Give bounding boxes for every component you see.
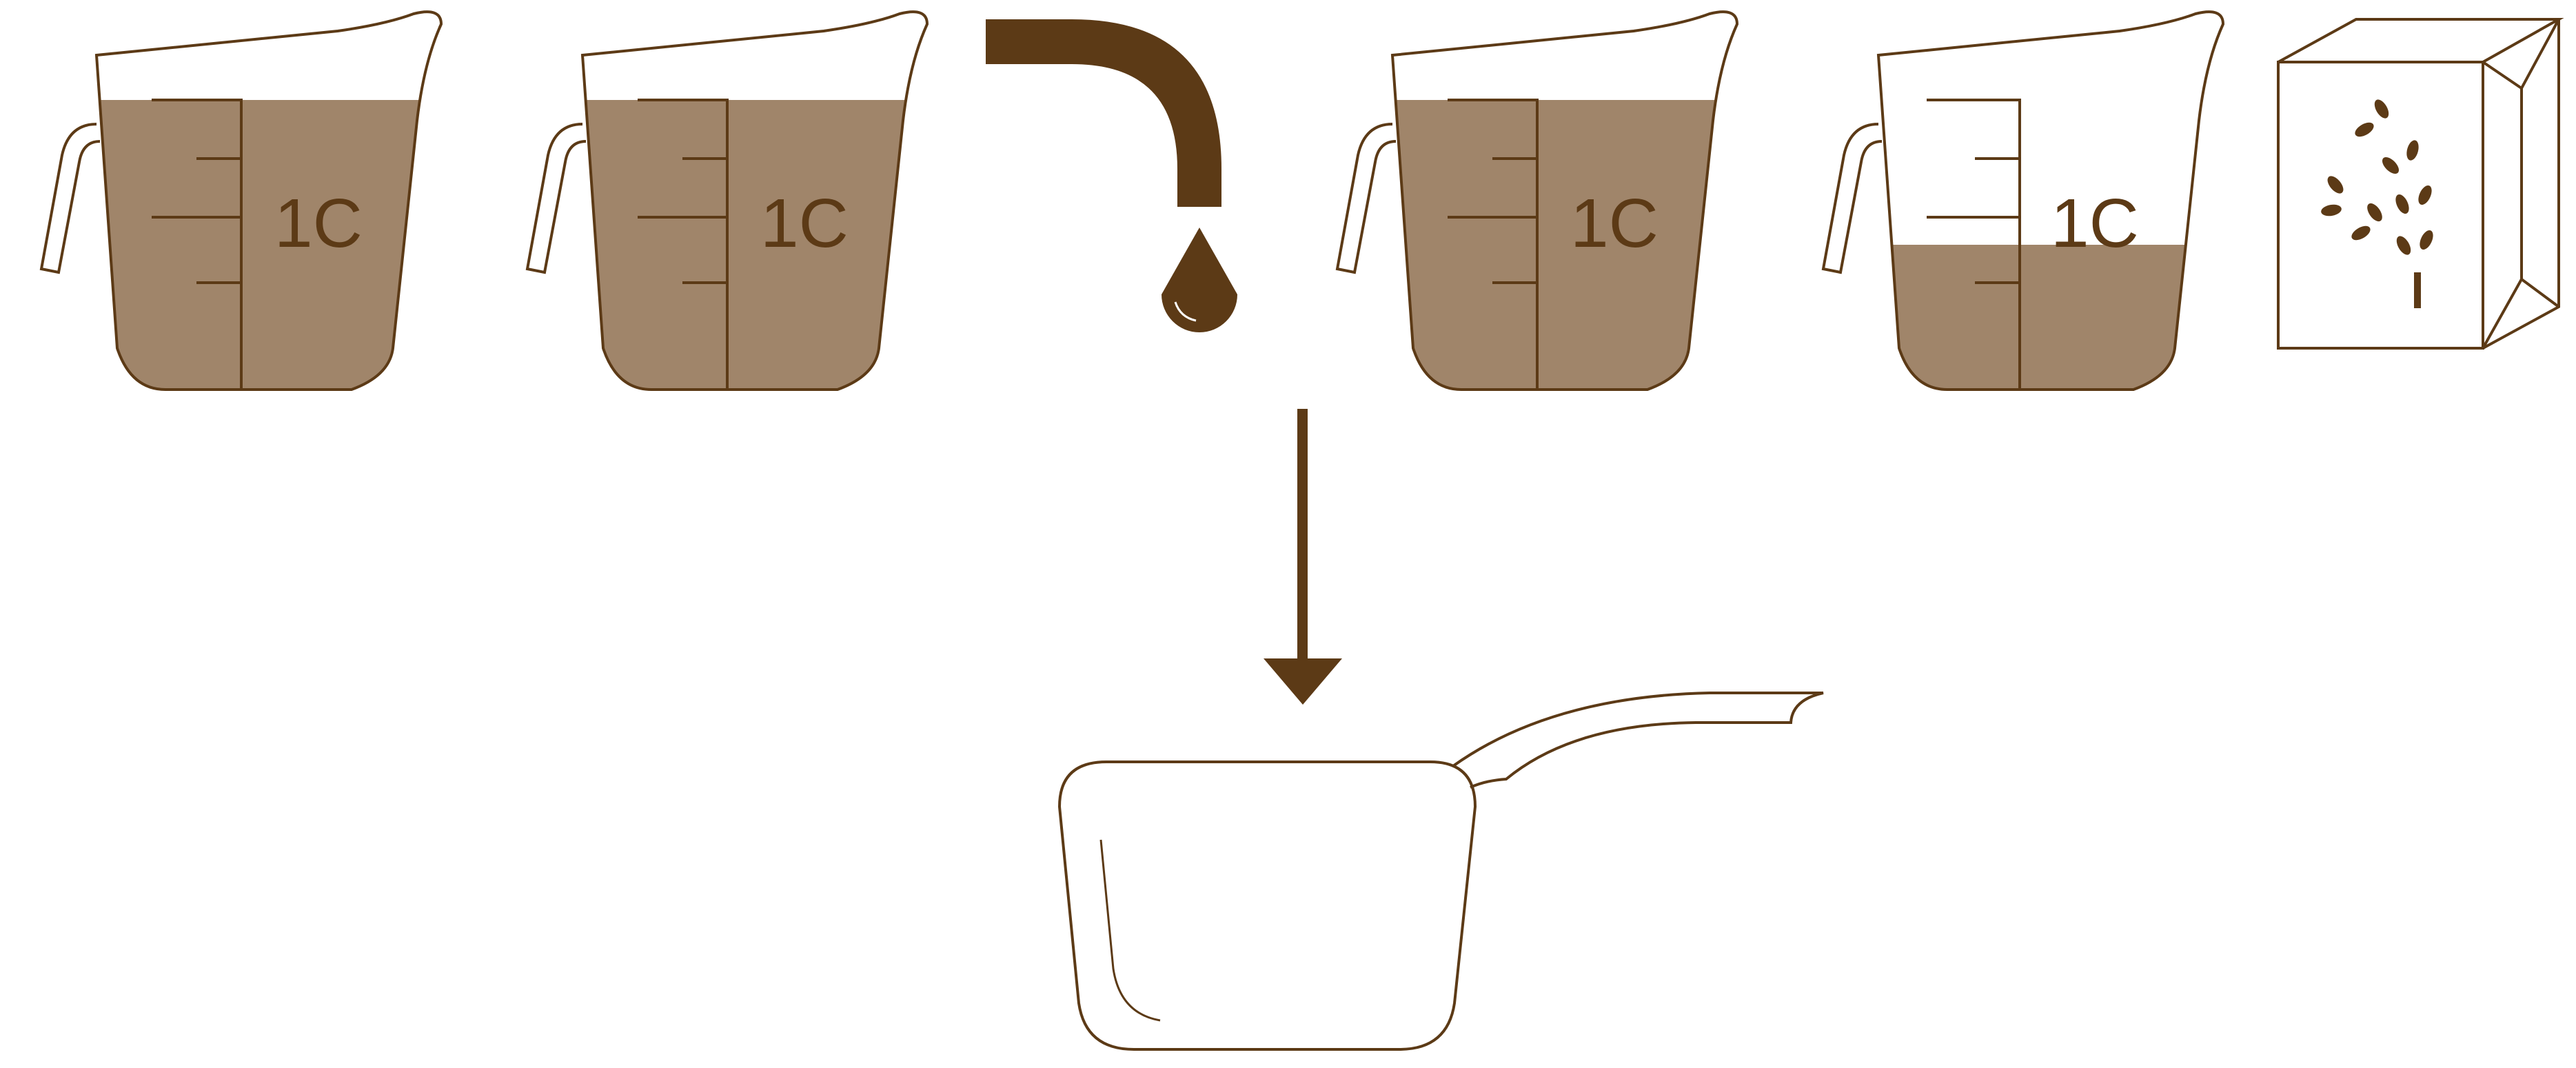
cup-3-liquid <box>1392 100 1737 390</box>
measuring-cup-4: 1C <box>1821 10 2225 391</box>
cup-1-handle <box>39 123 101 274</box>
cup-2-liquid <box>582 100 927 390</box>
cup-1-outline <box>94 10 443 391</box>
measuring-cup-2: 1C <box>525 10 929 391</box>
saucepan-highlight <box>1099 839 1161 1022</box>
grain-box-icon <box>2277 18 2564 350</box>
cup-4-outline <box>1876 10 2225 391</box>
grain-box-top <box>2278 18 2564 90</box>
water-drop-highlight <box>1174 301 1197 322</box>
arrow-shaft <box>1297 409 1308 661</box>
cup-1-scale <box>152 99 243 390</box>
cup-2-outline <box>580 10 929 391</box>
faucet-icon <box>986 19 1221 207</box>
water-drop-icon <box>1162 228 1237 332</box>
grain-box-side <box>2482 19 2560 350</box>
saucepan-icon <box>1057 692 1824 1051</box>
cup-3-outline <box>1390 10 1739 391</box>
cup-1-liquid <box>97 100 441 390</box>
arrow-head <box>1264 658 1342 705</box>
cup-2-label: 1C <box>760 185 849 262</box>
cup-3-label: 1C <box>1570 185 1659 262</box>
faucet-pipe <box>986 19 1221 207</box>
saucepan-body <box>1057 760 1477 1051</box>
cup-4-handle <box>1821 123 1883 274</box>
cup-1-label: 1C <box>274 185 363 262</box>
measuring-cup-1: 1C <box>39 10 443 391</box>
cup-4-label: 1C <box>2051 185 2139 262</box>
cup-4-liquid <box>1878 245 2223 390</box>
arrow-down-icon <box>1264 409 1342 705</box>
grain-box-front <box>2277 61 2484 350</box>
grain-seeds <box>2321 99 2433 308</box>
cup-3-scale <box>1448 99 1539 390</box>
cup-2-scale <box>638 99 729 390</box>
saucepan-handle <box>1452 692 1824 789</box>
cup-3-handle <box>1335 123 1397 274</box>
water-drop <box>1162 228 1237 332</box>
cup-2-handle <box>525 123 587 274</box>
measuring-cup-3: 1C <box>1335 10 1739 391</box>
cup-4-scale <box>1927 99 2021 390</box>
